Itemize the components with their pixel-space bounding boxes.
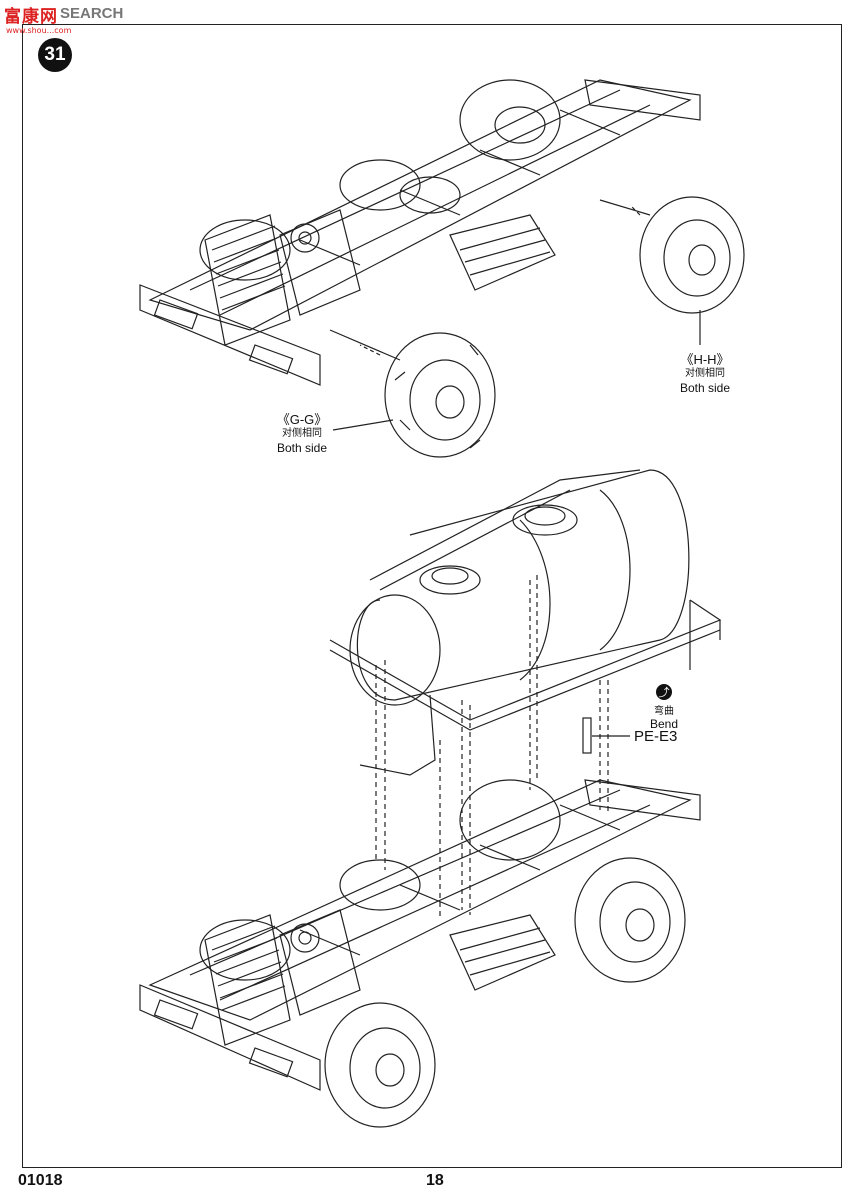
callout-g-g: 《G-G》 对侧相同 Both side [262,412,342,456]
bottom-chassis [139,779,701,1128]
bend-icon: ⤴ [656,684,672,700]
bend-cn: 弯曲 [654,706,674,717]
callout-g-g-code: 《G-G》 [276,412,328,427]
watermark-logo: 富康网 [4,7,58,27]
kit-number: 01018 [18,1172,63,1189]
watermark-url: www.shou...com [6,26,72,35]
water-tank [329,469,722,776]
page-frame [22,24,842,1168]
wheel-h-h [629,196,745,345]
watermark-text: SEARCH [60,5,124,22]
watermark: 富康网 SEARCH [4,2,124,27]
callout-h-h-en: Both side [679,381,731,395]
bend-en: Bend [649,717,679,731]
callout-g-g-en: Both side [276,441,328,455]
assembly-guides [375,575,609,920]
callout-h-h-cn: 对侧相同 [685,368,725,379]
part-label-pe-e3: PE-E3 [634,728,678,745]
step-number-badge: 31 [38,38,72,72]
bend-callout: ⤴ 弯曲 Bend [642,684,686,731]
top-chassis [139,79,701,386]
callout-h-h: 《H-H》 对侧相同 Both side [660,352,750,396]
callout-g-g-cn: 对侧相同 [282,428,322,439]
wheel-g-g [359,332,496,458]
callout-h-h-code: 《H-H》 [680,352,730,367]
page-number: 18 [426,1172,444,1189]
